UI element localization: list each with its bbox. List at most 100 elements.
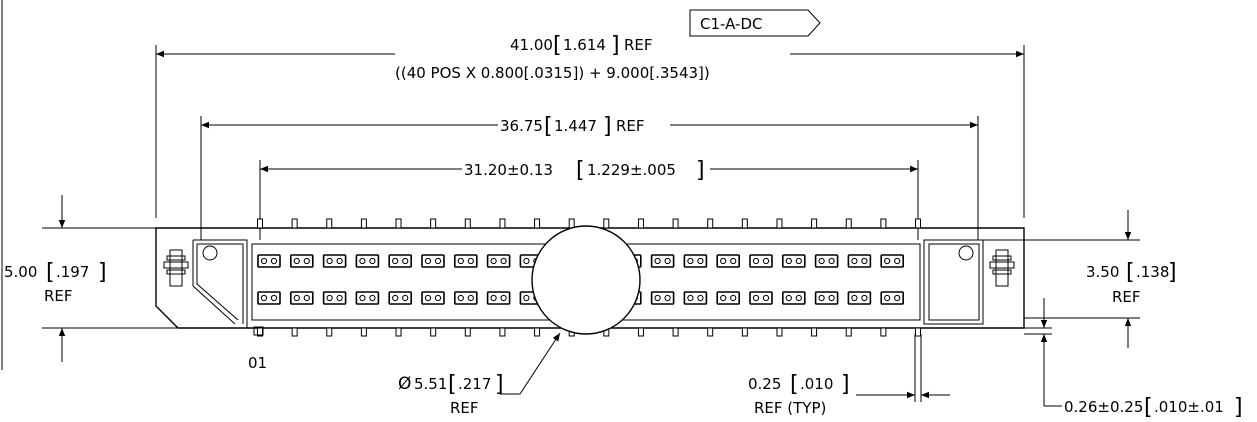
bottom-pin: [430, 327, 437, 337]
bottom-pin: [464, 327, 471, 337]
height-left-alt: .197: [56, 263, 89, 281]
bottom-pin: [880, 327, 887, 337]
contact-dot: [752, 257, 760, 265]
bottom-pin: [776, 327, 783, 337]
cap-diameter-suffix: REF: [450, 399, 479, 417]
contact-dot: [861, 294, 868, 302]
svg-text:]: ]: [1234, 395, 1243, 420]
contact-dot: [654, 294, 661, 302]
pin-width-alt: .010: [800, 375, 833, 393]
pin1-marker: [253, 326, 264, 336]
bottom-pin: [811, 327, 818, 337]
contact-dot: [500, 257, 507, 265]
contact-dot: [457, 294, 464, 302]
contact-dot: [523, 294, 530, 302]
top-pin: [257, 218, 263, 229]
dim-pin-width: 0.25 [ .010 ] REF (TYP): [748, 334, 950, 417]
bottom-pin: [741, 327, 748, 337]
bottom-pin: [915, 327, 921, 337]
top-pin: [534, 218, 541, 229]
top-pin: [637, 218, 644, 229]
contact-dot: [687, 294, 694, 302]
svg-text:[: [: [544, 114, 553, 139]
dim-cap-diameter: Ø 5.51 [ .217 ] REF: [398, 332, 561, 417]
right-latch-icon: [989, 249, 1015, 287]
svg-text:[: [: [1144, 395, 1153, 420]
dim-overall-length: 41.00 [ 1.614 ] REF ((40 POS X 0.800[.03…: [155, 33, 1025, 218]
contact-dot: [752, 294, 760, 302]
top-pin: [707, 218, 714, 229]
cap-diameter-alt: .217: [458, 375, 491, 393]
contact-dot: [270, 294, 278, 302]
contact-dot: [894, 294, 901, 302]
contact-dot: [730, 257, 737, 265]
contact-dot: [861, 257, 868, 265]
height-left-value: 5.00: [4, 263, 37, 281]
contact-dot: [785, 257, 792, 265]
top-pin: [395, 218, 402, 229]
top-pin: [741, 218, 748, 229]
contact-dot: [818, 294, 825, 302]
contact-dot: [326, 294, 333, 302]
contact-dot: [457, 257, 464, 265]
contact-dot: [402, 257, 409, 265]
svg-text:[: [: [46, 260, 55, 285]
top-pin: [360, 218, 367, 229]
svg-text:]: ]: [98, 260, 107, 285]
bottom-pin: [534, 327, 541, 337]
top-pin: [880, 218, 887, 229]
bottom-pin: [326, 327, 333, 337]
top-pin: [464, 218, 471, 229]
contact-dot: [828, 294, 835, 302]
bottom-pin: [395, 327, 402, 337]
svg-text:]: ]: [1168, 260, 1177, 285]
contact-dot: [424, 257, 432, 265]
contact-dot: [828, 257, 835, 265]
top-pin: [499, 218, 506, 229]
contact-dot: [654, 257, 661, 265]
contact-dot: [392, 257, 399, 265]
cap-diameter-value: 5.51: [414, 375, 447, 393]
contact-dot: [392, 294, 399, 302]
svg-text:[: [: [1126, 260, 1135, 285]
contact-dot: [664, 257, 671, 265]
bottom-pin: [499, 327, 506, 337]
contact-dot: [523, 257, 530, 265]
contact-dot: [369, 257, 376, 265]
bottom-pin: [637, 327, 644, 337]
top-pin: [430, 218, 437, 229]
revision-tag-text: C1-A-DC: [700, 15, 762, 33]
top-pin: [603, 218, 610, 229]
top-pin: [291, 218, 298, 229]
svg-text:]: ]: [603, 114, 612, 139]
contact-dot: [730, 294, 737, 302]
contact-dot: [884, 257, 891, 265]
top-pin: [776, 218, 783, 229]
contact-dot: [369, 294, 376, 302]
contact-dot: [359, 257, 366, 265]
pin-span-value: 31.20±0.13: [464, 161, 553, 179]
bottom-pin: [672, 327, 679, 337]
contact-dot: [720, 294, 727, 302]
contact-dot: [260, 294, 268, 302]
top-pin: [811, 218, 818, 229]
contact-dot: [697, 257, 704, 265]
dim-height-left: 5.00 [ .197 ] REF: [4, 195, 178, 362]
overall-length-value: 41.00: [510, 36, 553, 54]
contact-dot: [359, 294, 366, 302]
contact-dot: [424, 294, 432, 302]
contact-dot: [434, 294, 442, 302]
svg-text:]: ]: [611, 33, 620, 58]
dim-coplanarity: 0.26±0.25 [ .010±.01 ]: [1024, 298, 1243, 420]
contact-dot: [434, 257, 442, 265]
pin1-label: 01: [248, 354, 267, 372]
connector-body: [155, 218, 1025, 337]
coplanarity-alt: .010±.01: [1154, 398, 1224, 416]
contact-dot: [762, 257, 770, 265]
top-pin: [845, 218, 852, 229]
contact-dot: [720, 257, 727, 265]
height-right-alt: .138: [1136, 263, 1169, 281]
pin-width-suffix: REF (TYP): [754, 399, 826, 417]
pin-width-value: 0.25: [748, 375, 781, 393]
